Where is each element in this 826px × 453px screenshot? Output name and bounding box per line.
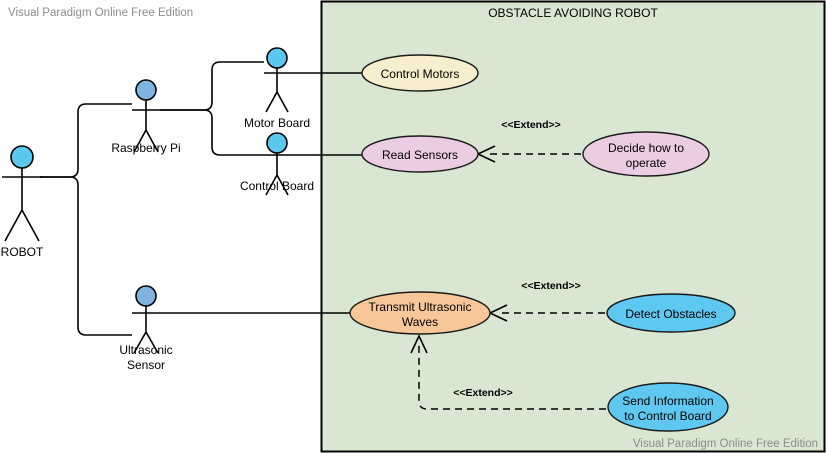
rel-decide-extends-read-sensors-stereotype: <<Extend>> bbox=[501, 119, 561, 131]
use-case-detect-obstacles[interactable]: Detect Obstacles bbox=[606, 293, 736, 333]
actor-head-icon bbox=[10, 145, 34, 169]
actor-body-icon bbox=[264, 153, 291, 196]
actor-robot[interactable]: ROBOT bbox=[1, 145, 44, 259]
use-case-ellipse bbox=[361, 54, 479, 92]
use-case-send-information-to-control-board[interactable]: Send Information to Control Board bbox=[607, 382, 729, 432]
use-case-ellipse bbox=[607, 382, 729, 432]
use-case-control-motors[interactable]: Control Motors bbox=[361, 54, 479, 92]
use-case-ellipse bbox=[606, 293, 736, 333]
use-case-ellipse bbox=[361, 135, 479, 173]
actor-robot-label: ROBOT bbox=[1, 245, 44, 259]
actor-raspberry-pi[interactable]: Raspberry Pi bbox=[111, 79, 181, 155]
actor-raspberry-pi-label: Raspberry Pi bbox=[111, 141, 180, 155]
actor-body-icon bbox=[132, 306, 160, 354]
use-case-transmit-ultrasonic-waves[interactable]: Transmit Ultrasonic Waves bbox=[349, 291, 491, 335]
actor-ultrasonic-sensor-label-line2: Sensor bbox=[127, 358, 165, 372]
rel-send-info-extends-transmit-arrowhead bbox=[410, 334, 428, 354]
assoc-raspberry-pi-outbound bbox=[160, 61, 264, 111]
use-case-control-motors-label: Control Motors bbox=[381, 67, 460, 81]
use-case-ellipse bbox=[582, 131, 710, 177]
rel-send-info-extends-transmit-stereotype: <<Extend>> bbox=[453, 387, 513, 399]
use-case-transmit-ultrasonic-waves-label-line2: Waves bbox=[402, 315, 438, 329]
actor-control-board[interactable]: Control Board bbox=[240, 132, 314, 196]
use-case-decide-how-to-operate-label-line1: Decide how to bbox=[608, 141, 684, 155]
actor-head-icon bbox=[135, 285, 157, 307]
assoc-robot-trunk bbox=[40, 103, 106, 178]
actor-control-board-label: Control Board bbox=[240, 179, 314, 193]
use-case-read-sensors-label: Read Sensors bbox=[382, 148, 458, 162]
actor-ultrasonic-sensor[interactable]: Ultrasonic Sensor bbox=[119, 285, 173, 372]
actor-body-icon bbox=[132, 100, 160, 153]
use-case-decide-how-to-operate[interactable]: Decide how to operate bbox=[582, 131, 710, 177]
actor-body-icon bbox=[2, 168, 42, 242]
use-case-send-information-label-line1: Send Information bbox=[622, 394, 713, 408]
use-case-read-sensors[interactable]: Read Sensors bbox=[361, 135, 479, 173]
actor-ultrasonic-sensor-label-line1: Ultrasonic bbox=[119, 343, 172, 357]
use-case-send-information-label-line2: to Control Board bbox=[624, 409, 711, 423]
actor-head-icon bbox=[266, 47, 288, 69]
use-case-detect-obstacles-label: Detect Obstacles bbox=[625, 307, 716, 321]
actor-motor-board[interactable]: Motor Board bbox=[244, 47, 310, 130]
assoc-raspberry-pi-control-board bbox=[160, 109, 264, 156]
watermark-bottom-right: Visual Paradigm Online Free Edition bbox=[633, 438, 818, 450]
rel-send-info-extends-transmit-line bbox=[418, 345, 606, 410]
extend-relationships: Read Sensors --> <<Extend>> Transmit Ult… bbox=[410, 119, 606, 410]
association-connectors bbox=[40, 61, 362, 336]
watermark-top-left: Visual Paradigm Online Free Edition bbox=[8, 7, 193, 19]
use-case-transmit-ultrasonic-waves-label-line1: Transmit Ultrasonic bbox=[369, 300, 472, 314]
use-case-decide-how-to-operate-label-line2: operate bbox=[626, 156, 667, 170]
actor-body-icon bbox=[264, 68, 291, 113]
system-boundary-title: OBSTACLE AVOIDING ROBOT bbox=[488, 6, 658, 20]
rel-detect-extends-transmit-stereotype: <<Extend>> bbox=[521, 280, 581, 292]
actor-motor-board-label: Motor Board bbox=[244, 116, 310, 130]
assoc-robot-ultrasonic-sensor bbox=[40, 176, 132, 336]
actor-head-icon bbox=[135, 79, 157, 101]
use-case-ellipse bbox=[349, 291, 491, 335]
actor-head-icon bbox=[266, 132, 288, 154]
